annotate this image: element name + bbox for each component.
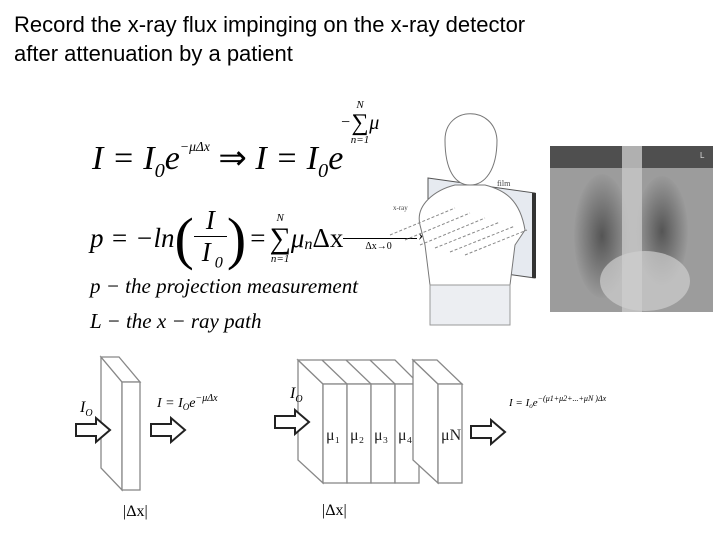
equals: = — [250, 223, 266, 254]
heart-shadow — [600, 251, 690, 311]
eq1-sub: 0 — [154, 159, 165, 182]
eq1-left: I = I — [92, 140, 155, 177]
sum-upper: N — [276, 211, 284, 224]
denominator: I — [201, 237, 211, 267]
patient-illustration: film x-ray — [389, 113, 536, 326]
sum: N ∑ n=1 — [351, 100, 369, 146]
mu: μ — [369, 111, 380, 134]
thickness-label-right: |Δx| — [322, 502, 347, 519]
output-arrow-left — [150, 417, 186, 443]
eq1-right-e: e — [328, 140, 344, 177]
xray-label: x-ray — [393, 204, 408, 212]
layer-mu-1: μ₁ — [326, 427, 340, 444]
film-label: film — [497, 179, 511, 188]
attenuation-diagram: IO I = IOe−μΔx |Δx| μ₁ μ₂ μ₃ μ₄ μN IO I … — [75, 355, 607, 520]
sum-upper: N — [356, 99, 364, 111]
definition-p: p − the projection measurement — [90, 274, 359, 298]
radiograph-marker: L — [700, 151, 705, 160]
delta-x: Δx — [312, 223, 344, 254]
layer-mu-3: μ₃ — [374, 427, 388, 444]
sum-lower: n=1 — [270, 252, 290, 265]
mu-sub: n — [304, 235, 313, 254]
implies-symbol: ⇒ — [218, 140, 247, 177]
input-intensity-right: IO — [289, 385, 303, 405]
paren-close: ) — [226, 206, 247, 272]
output-equation-left: I = IOe−μΔx — [156, 393, 218, 412]
sum: N ∑ n=1 — [269, 211, 291, 265]
output-arrow-right — [470, 419, 506, 445]
eq1-right: I = I — [255, 140, 318, 177]
mu-n: μ — [290, 223, 305, 254]
input-intensity-left: IO — [79, 399, 93, 419]
layer-labels: μ₁ μ₂ μ₃ μ₄ μN — [326, 427, 462, 444]
patient-pants — [429, 284, 511, 326]
minus: − — [340, 114, 351, 131]
xray-beams — [389, 207, 528, 256]
sum-symbol: ∑ — [351, 110, 369, 136]
layer-mu-2: μ₂ — [350, 427, 364, 444]
limit-label: Δx→0 — [365, 240, 392, 252]
limit-arrow: › Δx→0 — [343, 224, 423, 254]
numerator: I — [193, 205, 227, 237]
denominator-sub: 0 — [214, 253, 223, 272]
patient-torso — [418, 184, 526, 286]
thickness-label-left: |Δx| — [123, 503, 148, 520]
single-slab — [99, 355, 142, 492]
eq1-exponent-sum: − N ∑ n=1 μ — [340, 100, 379, 146]
output-equation-right: I = Ioe−(μ1+μ2+...+μN )Δx — [508, 394, 607, 410]
title-line-1: Record the x-ray flux impinging on the x… — [14, 12, 526, 37]
sum-lower: n=1 — [350, 134, 370, 146]
layer-mu-4: μ₄ — [398, 427, 413, 444]
chest-radiograph: L — [550, 146, 713, 312]
eq1-right-sub: 0 — [318, 159, 329, 182]
title-line-2: after attenuation by a patient — [14, 41, 293, 66]
film-edge — [532, 193, 536, 278]
eq2-p: p = −ln — [90, 223, 175, 254]
multi-layer-slab — [296, 358, 464, 485]
eq1-exponent: −μΔx — [179, 139, 210, 154]
definition-L: L − the x − ray path — [90, 309, 262, 333]
eq1-e: e — [164, 140, 180, 177]
slide-title: Record the x-ray flux impinging on the x… — [14, 10, 525, 68]
layer-mu-N: μN — [441, 427, 462, 444]
patient-head — [444, 113, 498, 186]
paren-open: ( — [174, 206, 194, 272]
sum-symbol: ∑ — [269, 221, 291, 255]
beer-lambert-equation: I = I0e−μΔx ⇒ I = I0e − N ∑ n=1 μ — [92, 100, 379, 183]
